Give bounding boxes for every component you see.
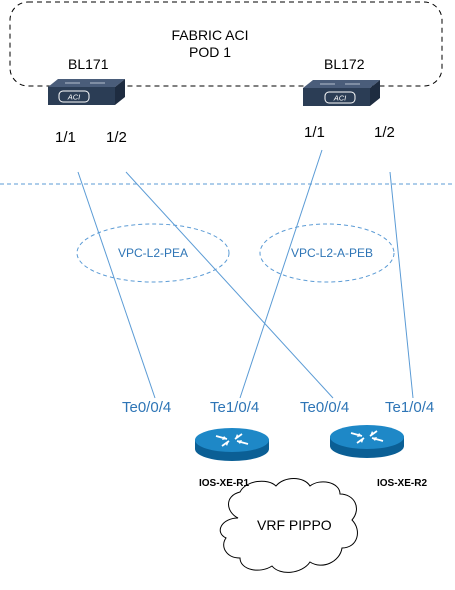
leaf-label-bl171: BL171 <box>68 56 109 72</box>
svg-text:ACI: ACI <box>67 93 81 102</box>
leaf-switch-icon: ACI <box>48 79 125 105</box>
leaf-label-bl172: BL172 <box>324 56 365 72</box>
iface-label-r1-te1: Te1/0/4 <box>210 399 260 416</box>
cloud-label: VRF PIPPO <box>257 517 332 533</box>
link-bl172-1-1-to-r1-te1 <box>239 149 323 399</box>
iface-label-r1-te0: Te0/0/4 <box>122 399 172 416</box>
fabric-title-line2: POD 1 <box>188 44 231 60</box>
fabric-title: FABRIC ACI POD 1 <box>150 27 270 61</box>
vpc-ellipse-peb <box>259 223 395 283</box>
router-label-r2: IOS-XE-R2 <box>377 478 428 489</box>
iface-label-r2-te1: Te1/0/4 <box>385 399 435 416</box>
leaf-switch-icon: ACI <box>303 80 380 106</box>
port-label-bl171-1-1: 1/1 <box>55 129 76 146</box>
links <box>77 149 414 399</box>
cloud-shape <box>219 478 358 573</box>
router-label-r1: IOS-XE-R1 <box>199 478 250 489</box>
fabric-title-line1: FABRIC ACI <box>171 27 249 43</box>
link-bl171-1-1-to-r1-te0 <box>77 171 156 399</box>
link-bl172-1-2-to-r2-te1 <box>389 171 414 399</box>
iface-label-r2-te0: Te0/0/4 <box>300 399 350 416</box>
svg-text:ACI: ACI <box>333 94 347 103</box>
fabric-boundary <box>9 1 443 87</box>
vpc-ellipse-pea <box>76 223 230 283</box>
router-icon <box>195 428 269 461</box>
port-label-bl172-1-1: 1/1 <box>304 124 325 141</box>
link-bl171-1-2-to-r2-te0 <box>125 171 334 399</box>
vpc-label-peb: VPC-L2-A-PEB <box>291 246 374 260</box>
port-label-bl172-1-2: 1/2 <box>374 124 395 141</box>
vpc-label-pea: VPC-L2-PEA <box>118 246 189 260</box>
port-label-bl171-1-2: 1/2 <box>106 129 127 146</box>
router-icon <box>330 425 404 458</box>
